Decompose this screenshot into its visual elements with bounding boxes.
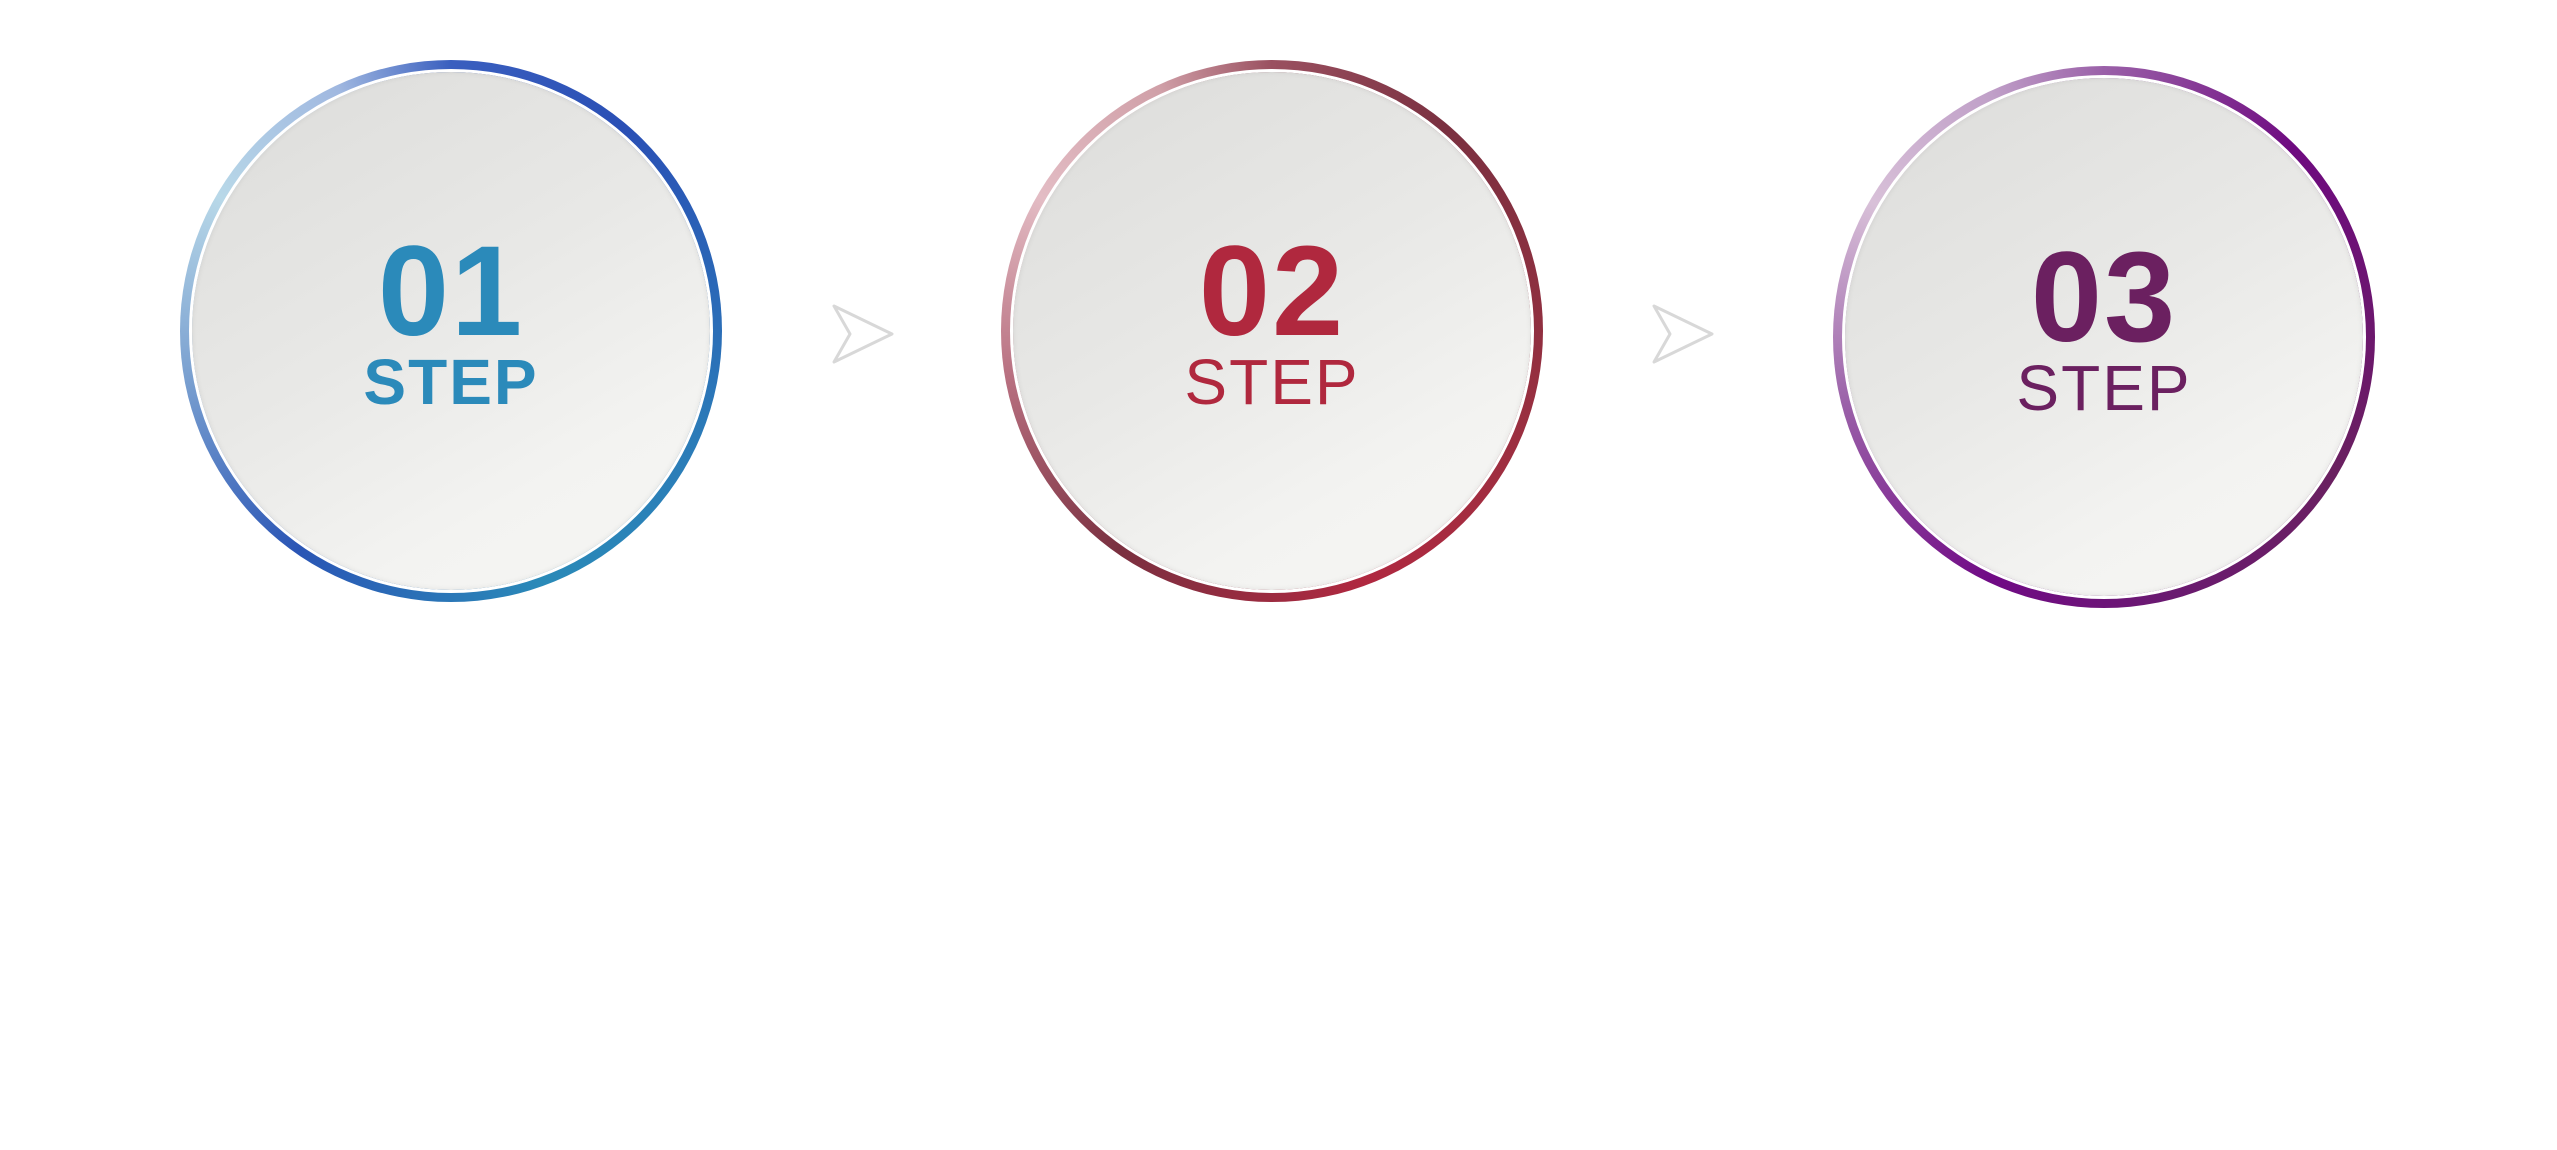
chevron-arrow-right-icon xyxy=(1652,304,1714,364)
step-circle-3: 03 STEP xyxy=(1833,66,2375,608)
step-label: STEP xyxy=(363,346,539,418)
step-number: 02 xyxy=(1198,220,1346,363)
step-number: 03 xyxy=(2030,226,2178,369)
step-disk xyxy=(192,72,710,590)
step-label: STEP xyxy=(2016,352,2192,424)
step-circle-1: 01 STEP xyxy=(180,60,722,602)
step-label: STEP xyxy=(1184,346,1360,418)
step-disk xyxy=(1013,72,1531,590)
step-disk xyxy=(1845,78,2363,596)
chevron-arrow-right-icon xyxy=(832,304,894,364)
step-circle-2: 02 STEP xyxy=(1001,60,1543,602)
step-number: 01 xyxy=(377,220,525,363)
